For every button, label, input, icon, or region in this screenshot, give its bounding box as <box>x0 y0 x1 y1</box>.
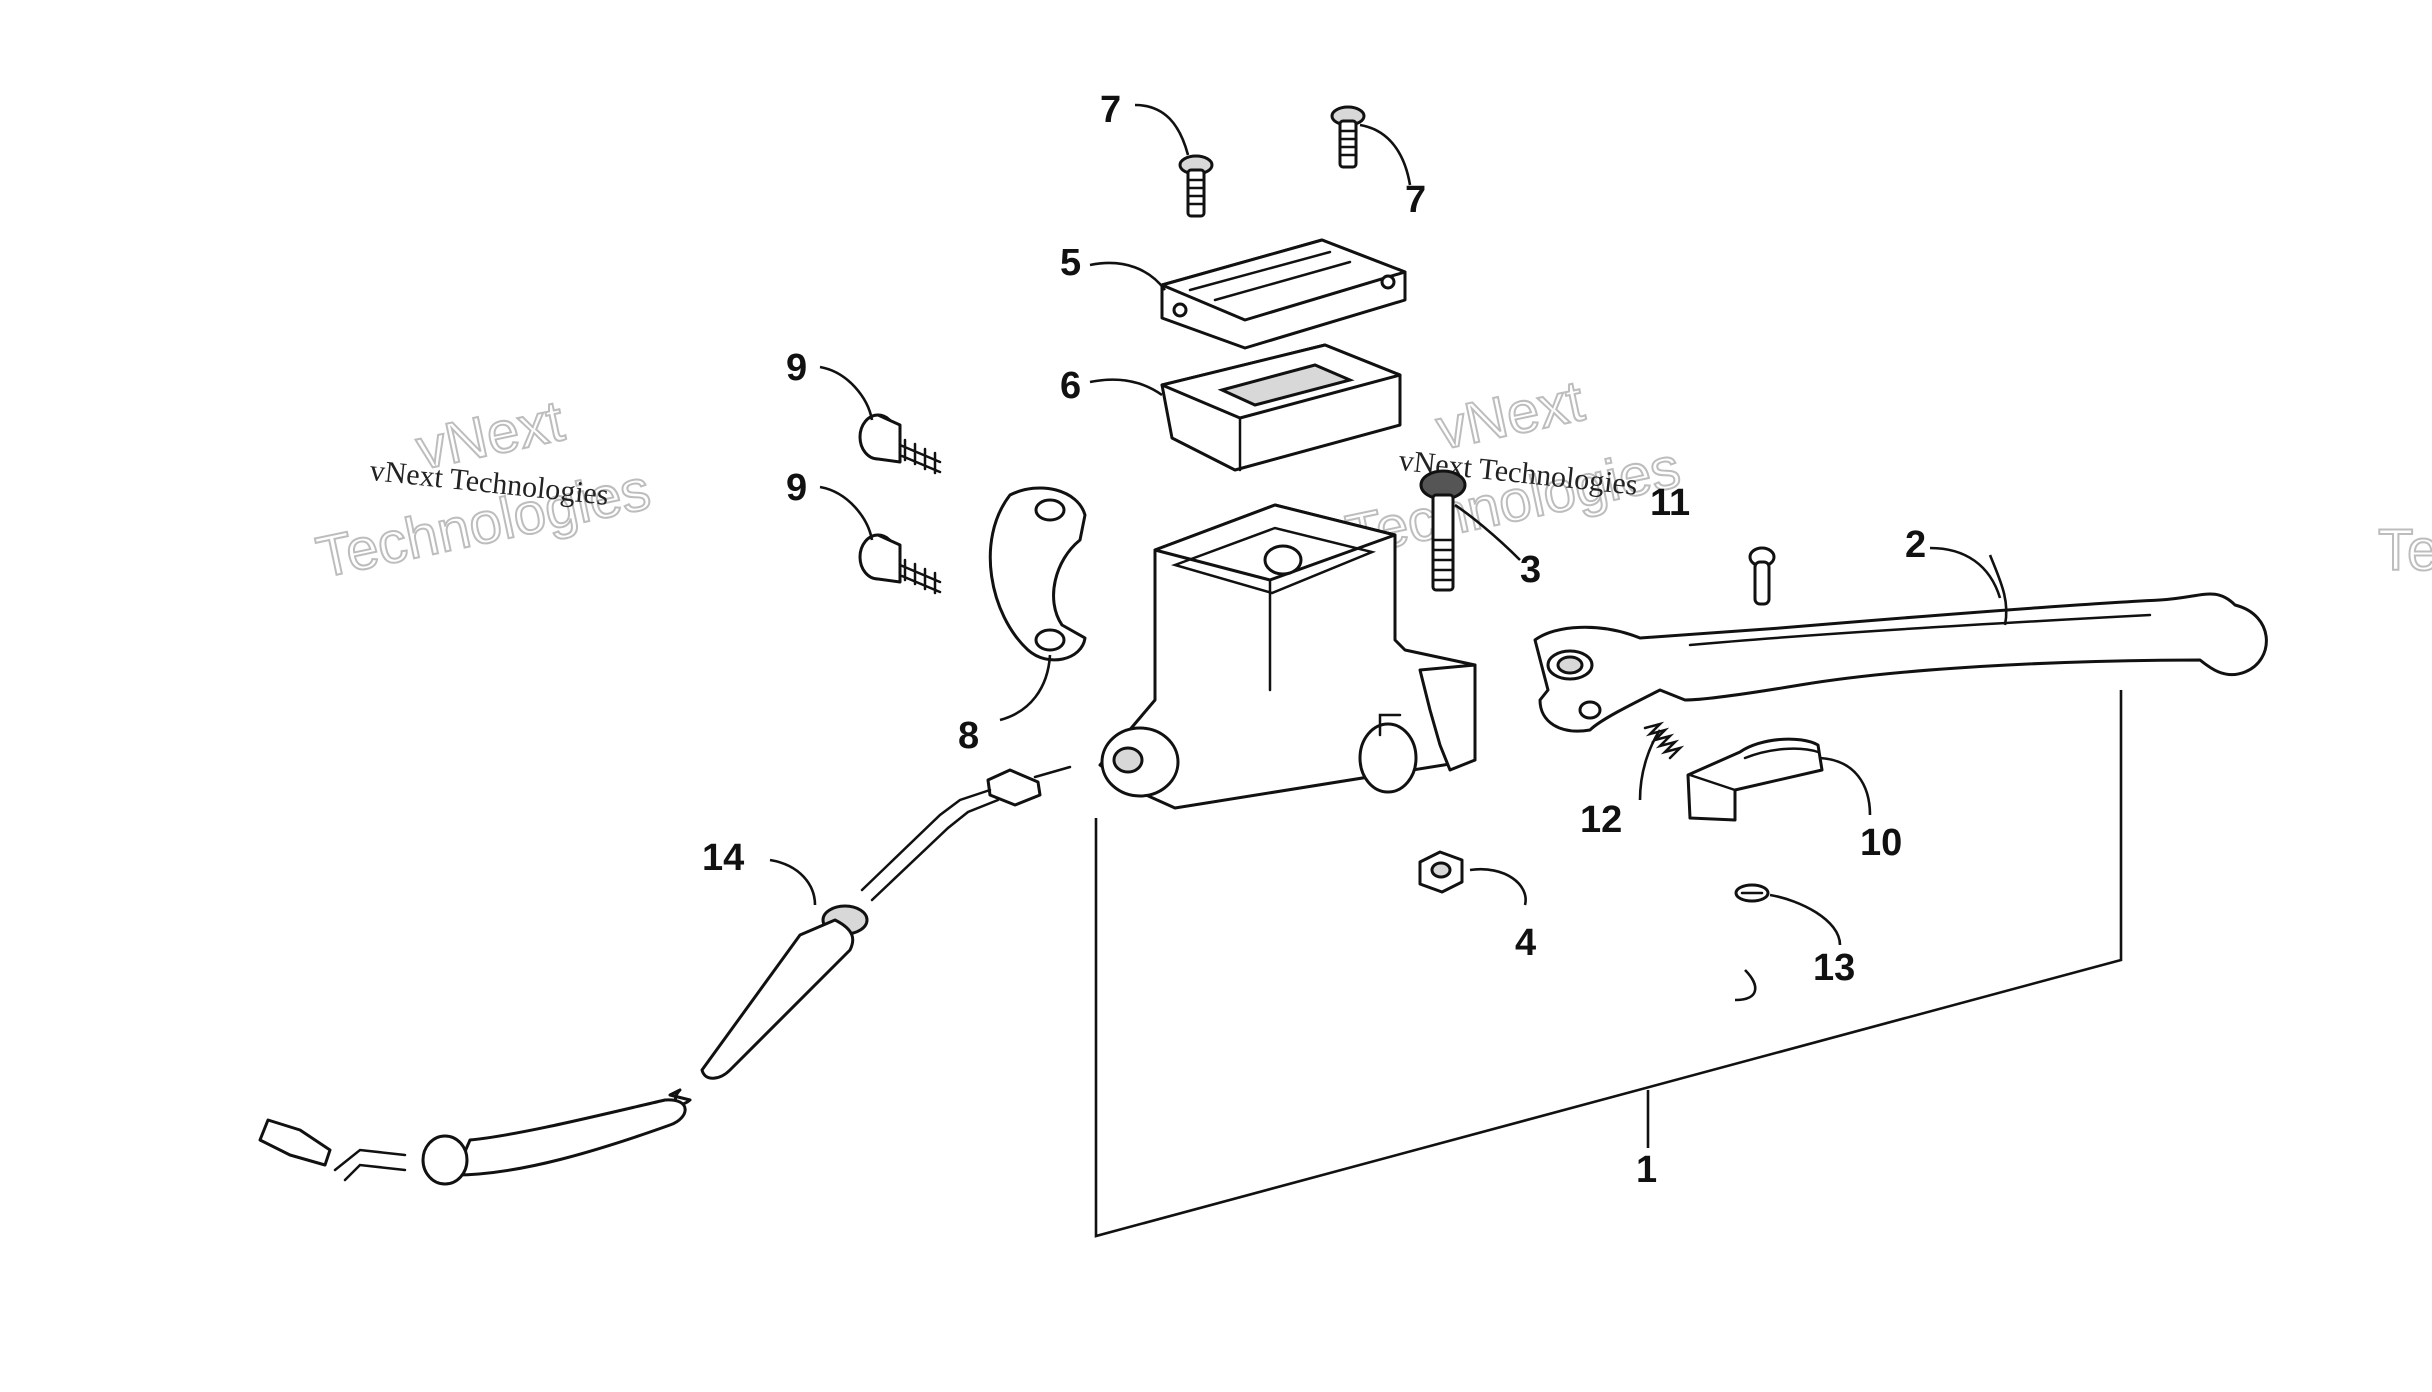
lever-pad <box>1686 737 1824 822</box>
master-cylinder-body <box>1098 503 1477 810</box>
brake-lever <box>1533 592 2268 733</box>
callout-9-lower: 9 <box>786 467 807 509</box>
clamp-bolt-9-upper <box>858 413 942 475</box>
brake-hose <box>258 765 1072 1186</box>
assembly-bracket <box>1094 690 2123 1238</box>
callout-9-upper: 9 <box>786 347 807 389</box>
callout-10: 10 <box>1860 822 1902 864</box>
callout-3: 3 <box>1520 549 1541 591</box>
screw-7-left <box>1178 154 1214 218</box>
callouts: 7 7 5 6 9 9 8 3 11 2 12 10 4 13 14 1 <box>702 89 1926 1191</box>
callout-2: 2 <box>1905 524 1926 566</box>
callout-7-right: 7 <box>1405 179 1426 221</box>
screw-7-right <box>1330 105 1366 169</box>
callout-12: 12 <box>1580 799 1622 841</box>
callout-8: 8 <box>958 715 979 757</box>
callout-6: 6 <box>1060 365 1081 407</box>
clamp-bolt-9-lower <box>858 533 942 595</box>
callout-7-left: 7 <box>1100 89 1121 131</box>
lock-nut <box>1418 850 1464 894</box>
retaining-clip <box>1734 883 1770 903</box>
handlebar-clamp <box>988 486 1087 662</box>
callout-11: 11 <box>1650 482 1690 524</box>
callout-13: 13 <box>1813 947 1855 989</box>
callout-1: 1 <box>1636 1149 1657 1191</box>
callout-4: 4 <box>1515 922 1536 964</box>
pivot-pin <box>1748 546 1776 606</box>
reservoir-diaphragm <box>1160 343 1402 472</box>
pivot-bolt <box>1419 469 1467 592</box>
callout-5: 5 <box>1060 242 1081 284</box>
watermark-big-line1-center: vNext <box>1431 368 1590 462</box>
lever-spring <box>1643 721 1685 760</box>
reservoir-cap <box>1160 238 1407 350</box>
leader-lines <box>769 103 2008 1002</box>
watermark-edge-fragment: Te <box>2378 518 2432 583</box>
callout-14: 14 <box>702 837 744 879</box>
